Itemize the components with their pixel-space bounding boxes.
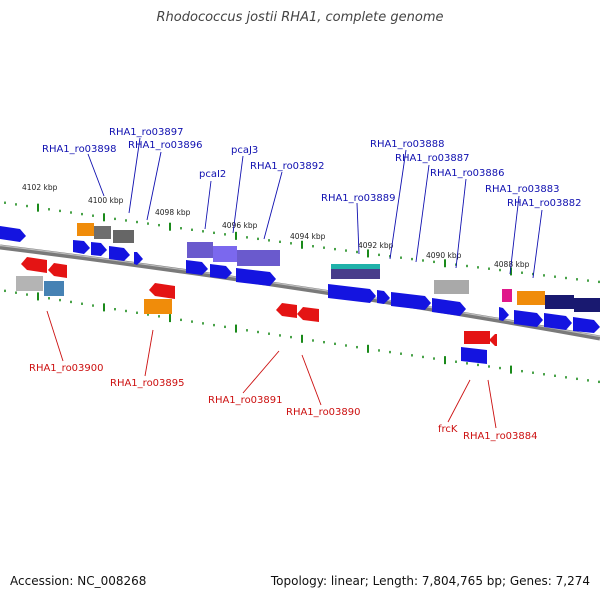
gene-label[interactable]: RHA1_ro03882 (507, 198, 582, 209)
callout-line (263, 171, 283, 240)
callout-line (204, 180, 212, 230)
callout-line (232, 155, 244, 234)
callout-line (46, 310, 64, 362)
callout-line (146, 151, 162, 221)
callout-line (415, 164, 430, 263)
genome-stats-text: Topology: linear; Length: 7,804,765 bp; … (270, 574, 590, 588)
gene-arrow[interactable] (21, 257, 47, 273)
gene-label[interactable]: RHA1_ro03896 (128, 140, 203, 151)
gene-label[interactable]: frcK (438, 424, 458, 435)
gene-arrow[interactable] (0, 226, 26, 242)
gene-block[interactable] (94, 226, 111, 239)
gene-block[interactable] (213, 246, 237, 262)
gene-block[interactable] (331, 269, 380, 279)
gene-arrow[interactable] (276, 303, 297, 318)
gene-arrow[interactable] (544, 313, 572, 330)
gene-block[interactable] (237, 250, 280, 266)
gene-label[interactable]: RHA1_ro03897 (109, 127, 184, 138)
gene-block[interactable] (464, 331, 490, 344)
gene-label[interactable]: pcaJ3 (231, 145, 258, 156)
gene-label[interactable]: RHA1_ro03886 (430, 168, 505, 179)
gene-arrow[interactable] (73, 240, 90, 254)
gene-label[interactable]: RHA1_ro03884 (463, 431, 538, 442)
forward-genes-upper (77, 223, 600, 312)
callout-line (301, 354, 322, 406)
map-title: Rhodococcus jostii RHA1, complete genome (156, 10, 444, 25)
gene-label[interactable]: RHA1_ro03900 (29, 363, 104, 374)
scale-label: 4088 kbp (494, 260, 530, 269)
gene-label[interactable]: RHA1_ro03888 (370, 139, 445, 150)
scale-label: 4092 kbp (358, 241, 394, 250)
gene-block[interactable] (77, 223, 94, 236)
forward-genes-lower (0, 226, 600, 333)
gene-label[interactable]: RHA1_ro03890 (286, 407, 361, 418)
scale-label: 4090 kbp (426, 251, 462, 260)
callout-line (128, 137, 141, 214)
callout-line (87, 153, 105, 197)
gene-block[interactable] (545, 295, 574, 309)
scale-label: 4100 kbp (88, 196, 124, 205)
gene-label[interactable]: RHA1_ro03892 (250, 161, 325, 172)
reverse-callouts (46, 310, 497, 429)
gene-label[interactable]: RHA1_ro03891 (208, 395, 283, 406)
gene-arrow[interactable] (134, 252, 143, 265)
gene-block[interactable] (113, 230, 134, 243)
gene-label[interactable]: RHA1_ro03887 (395, 153, 470, 164)
gene-arrow[interactable] (377, 290, 390, 304)
forward-callouts (87, 137, 543, 279)
gene-block[interactable] (517, 291, 545, 305)
gene-arrow[interactable] (391, 292, 431, 310)
gene-block[interactable] (144, 299, 172, 314)
gene-arrow[interactable] (514, 310, 543, 327)
gene-block[interactable] (44, 281, 64, 296)
callout-line (532, 209, 543, 279)
callout-line (447, 379, 471, 423)
scale-label: 4102 kbp (22, 183, 58, 192)
lower-scale-ticks (4, 289, 600, 384)
gene-label[interactable]: RHA1_ro03895 (110, 378, 185, 389)
scale-label: 4098 kbp (155, 208, 191, 217)
gene-arrow[interactable] (109, 246, 130, 261)
gene-block[interactable] (434, 280, 469, 294)
callout-line (487, 379, 497, 429)
gene-arrow[interactable] (489, 334, 497, 346)
callout-line (509, 195, 520, 275)
gene-arrow[interactable] (210, 264, 232, 279)
gene-arrow[interactable] (297, 307, 319, 322)
gene-arrow[interactable] (461, 347, 487, 364)
gene-arrow[interactable] (432, 298, 466, 316)
gene-arrow[interactable] (236, 268, 276, 286)
callout-line (356, 202, 360, 255)
gene-label[interactable]: pcaI2 (199, 169, 226, 180)
callout-line (455, 178, 467, 269)
callout-line (389, 149, 407, 260)
reverse-genes (16, 257, 497, 364)
scale-label: 4094 kbp (290, 232, 326, 241)
callout-line (144, 329, 154, 377)
scale-label: 4096 kbp (222, 221, 258, 230)
callout-line (242, 350, 280, 394)
gene-block[interactable] (331, 264, 380, 269)
gene-block[interactable] (187, 242, 213, 258)
gene-arrow[interactable] (91, 242, 107, 256)
gene-label[interactable]: RHA1_ro03898 (42, 144, 117, 155)
gene-label[interactable]: RHA1_ro03889 (321, 193, 396, 204)
gene-block[interactable] (502, 289, 512, 302)
gene-block[interactable] (16, 276, 43, 291)
upper-scale-ticks (4, 201, 600, 284)
gene-label[interactable]: RHA1_ro03883 (485, 184, 560, 195)
gene-arrow[interactable] (149, 283, 175, 299)
gene-arrow[interactable] (48, 263, 67, 278)
gene-arrow[interactable] (186, 260, 208, 275)
gene-arrow[interactable] (573, 317, 600, 333)
gene-block[interactable] (574, 298, 600, 312)
gene-arrow[interactable] (499, 307, 509, 321)
gene-arrow[interactable] (328, 284, 376, 303)
accession-text: Accession: NC_008268 (10, 574, 147, 588)
